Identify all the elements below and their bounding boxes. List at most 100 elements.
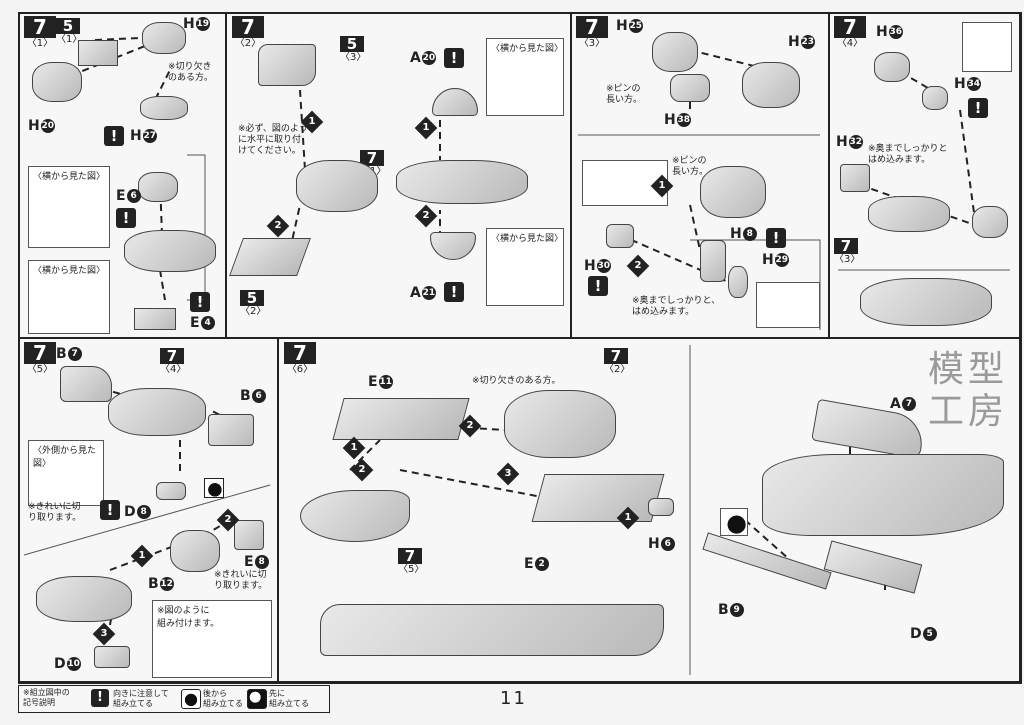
h29-detail-box bbox=[756, 282, 820, 328]
order-marker: 1 bbox=[650, 174, 674, 198]
part-7-6-complete bbox=[320, 604, 664, 656]
part-h6 bbox=[648, 498, 674, 516]
warning-icon: ! bbox=[91, 689, 109, 707]
h34-detail-box bbox=[962, 22, 1012, 72]
warning-icon: ! bbox=[104, 126, 124, 146]
warning-icon: ! bbox=[766, 228, 786, 248]
part-b6 bbox=[208, 414, 254, 446]
panel-step-7-2 bbox=[226, 12, 571, 338]
part-7-2-assembly bbox=[296, 160, 378, 212]
order-marker: 2 bbox=[414, 204, 438, 228]
legend-later-text: 後から 組み立てる bbox=[203, 689, 243, 708]
ref-badge-7-2: 7〈2〉 bbox=[604, 347, 631, 375]
legend-warn-text: 向きに注意して 組み立てる bbox=[113, 689, 169, 708]
panel-step-7-3 bbox=[571, 12, 829, 338]
part-5-3-block bbox=[258, 44, 316, 86]
panel-step-7-4 bbox=[829, 12, 1020, 338]
note-cut-clean-2: ※きれいに切 り取ります。 bbox=[214, 570, 268, 591]
part-h30 bbox=[606, 224, 634, 248]
part-5-1-block bbox=[78, 40, 118, 66]
note-long-pin-2: ※ピンの 長い方。 bbox=[672, 156, 709, 177]
step-badge-7-3: 7〈3〉 bbox=[576, 16, 608, 49]
legend-title: ※組立図中の 記号説明 bbox=[23, 688, 70, 707]
step-badge-7-1: 7〈1〉 bbox=[24, 16, 56, 49]
order-marker: 2 bbox=[216, 508, 240, 532]
part-7-6-main-body bbox=[762, 454, 1004, 536]
step-badge-7-2: 7〈2〉 bbox=[232, 16, 264, 49]
assemble-detail-box: ※図のように 組み付けます。 bbox=[152, 600, 272, 678]
page-number: 11 bbox=[500, 688, 527, 709]
assemble-first-icon bbox=[204, 478, 224, 498]
part-7-4-joint bbox=[972, 206, 1008, 238]
note-notch-side: ※切り欠き のある方。 bbox=[168, 62, 214, 83]
part-h8 bbox=[700, 240, 726, 282]
order-marker: 2 bbox=[266, 214, 290, 238]
order-marker: 1 bbox=[342, 436, 366, 460]
assemble-first-icon bbox=[247, 689, 267, 709]
warning-icon: ! bbox=[444, 48, 464, 68]
legend-first-text: 先に 組み立てる bbox=[269, 689, 309, 708]
part-h20 bbox=[32, 62, 82, 102]
part-h25 bbox=[652, 32, 698, 72]
warning-icon: ! bbox=[444, 282, 464, 302]
part-7-5-hull bbox=[300, 490, 410, 542]
assemble-first-box bbox=[720, 508, 748, 536]
symbol-legend: ※組立図中の 記号説明 ! 向きに注意して 組み立てる 後から 組み立てる 先に… bbox=[18, 685, 330, 713]
warning-icon: ! bbox=[100, 500, 120, 520]
order-marker: 1 bbox=[300, 110, 324, 134]
part-7-5-main bbox=[36, 576, 132, 622]
ref-badge-5-2: 5〈2〉 bbox=[240, 289, 267, 317]
warning-icon: ! bbox=[968, 98, 988, 118]
order-marker: 3 bbox=[92, 622, 116, 646]
warning-icon: ! bbox=[116, 208, 136, 228]
part-h27 bbox=[140, 96, 188, 120]
part-e11 bbox=[332, 398, 470, 440]
order-marker: 2 bbox=[350, 458, 374, 482]
part-d10 bbox=[94, 646, 130, 668]
note-press-in-2: ※奥までしっかりと、 はめ込みます。 bbox=[632, 296, 721, 317]
part-7-4-body bbox=[868, 196, 950, 232]
order-marker: 3 bbox=[496, 462, 520, 486]
part-7-4-complete bbox=[860, 278, 992, 326]
part-h34 bbox=[922, 86, 948, 110]
part-7-2-arm bbox=[504, 390, 616, 458]
note-cut-clean: ※きれいに切 り取ります。 bbox=[28, 502, 82, 523]
step-badge-7-5: 7〈5〉 bbox=[24, 342, 56, 375]
order-marker: 2 bbox=[458, 414, 482, 438]
panel-step-7-5 bbox=[18, 338, 278, 682]
part-h19 bbox=[142, 22, 186, 54]
watermark-text: 工房 bbox=[928, 391, 1009, 432]
ref-badge-7-3: 7〈3〉 bbox=[834, 237, 861, 265]
part-e4 bbox=[134, 308, 176, 330]
warning-icon: ! bbox=[190, 292, 210, 312]
order-marker: 1 bbox=[616, 506, 640, 530]
part-e8 bbox=[234, 520, 264, 550]
part-5-2-plate bbox=[229, 238, 311, 276]
side-view-box-a21: 〈横から見た図〉 bbox=[486, 228, 564, 306]
side-view-box-1: 〈横から見た図〉 bbox=[28, 166, 110, 248]
pin-detail-box bbox=[582, 160, 668, 206]
part-7-1-assembly bbox=[124, 230, 216, 272]
part-7-1-body bbox=[396, 160, 528, 204]
